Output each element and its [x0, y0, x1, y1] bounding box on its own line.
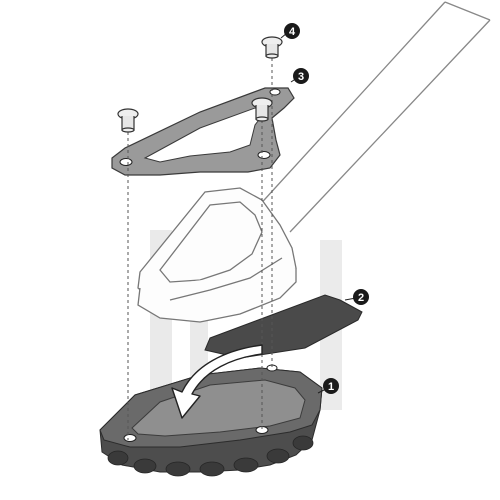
callout-label-1: 1	[328, 381, 334, 393]
screw-icon	[117, 36, 283, 133]
callout-badge-1: 1	[317, 378, 339, 394]
callout-label-2: 2	[358, 292, 364, 304]
callout-label-3: 3	[298, 71, 304, 83]
curved-arrow-icon	[171, 344, 263, 419]
screw-top	[261, 36, 283, 59]
base-foot	[99, 364, 323, 477]
callout-badge-3: 3	[290, 68, 309, 84]
callout-badge-2: 2	[344, 289, 369, 305]
kickstand-foot-outline	[137, 187, 297, 323]
callout-badge-4: 4	[280, 23, 300, 39]
screw-left	[117, 108, 139, 133]
callout-label-4: 4	[289, 26, 296, 38]
rubber-pad	[204, 294, 363, 359]
bracket-plate	[111, 87, 295, 176]
kickstand-arm	[254, 1, 491, 233]
screw-middle	[251, 97, 273, 122]
alignment-lines	[127, 58, 273, 440]
